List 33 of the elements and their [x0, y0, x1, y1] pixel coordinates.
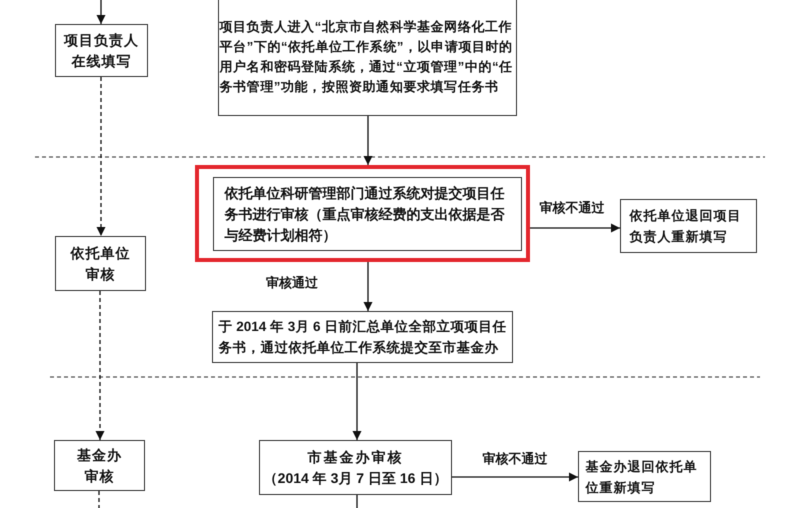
process-box [620, 199, 757, 253]
step-text: 依托单位科研管理部门通过系统对提交项目任务书进行审核（重点审核经费的支出依据是否与经费计划相符） [224, 184, 506, 245]
step-text: 基金办审核 [76, 446, 123, 486]
edge-label: 审核通过 [264, 275, 320, 291]
process-box [259, 440, 452, 495]
arrow [96, 0, 106, 24]
dashed-arrow [96, 291, 104, 440]
process-box [213, 177, 522, 251]
dashed-arrow [96, 77, 106, 236]
arrow [352, 363, 362, 440]
edge-label: 审核不通过 [480, 451, 550, 467]
arrow [364, 262, 372, 311]
dashed-connector-line [98, 491, 100, 508]
step-text: 依托单位审核 [70, 244, 132, 284]
edge-label: 审核不通过 [538, 200, 606, 216]
arrow [530, 224, 620, 232]
step-text: 依托单位退回项目负责人重新填写 [630, 207, 742, 246]
step-text: 项目负责人在线填写 [62, 30, 140, 70]
process-box [578, 451, 711, 502]
step-text: 基金办退回依托单位重新填写 [586, 458, 698, 496]
highlight-frame [195, 165, 530, 262]
connector-line [356, 495, 358, 508]
process-box [54, 440, 145, 491]
step-text: 于 2014 年 3月 6 日前汇总单位全部立项项目任务书，通过依托单位工作系统提交至市基金办 [218, 318, 506, 357]
step-text: 市基金办审核 [306, 448, 404, 466]
process-box [218, 0, 517, 116]
process-box [55, 236, 146, 291]
step-text: （2014 年 3月 7 日至 16 日） [264, 468, 448, 488]
arrow [452, 472, 578, 482]
step-text: 项目负责人进入“北京市自然科学基金网络化工作平台”下的“依托单位工作系统”，以申请项目时的用户名和密码登陆系统，通过“立项管理”中的“任务书管理”功能，按照资助通知要求填写任务书 [220, 18, 514, 96]
process-box [212, 311, 513, 363]
arrow [364, 116, 372, 165]
process-box [55, 24, 148, 77]
